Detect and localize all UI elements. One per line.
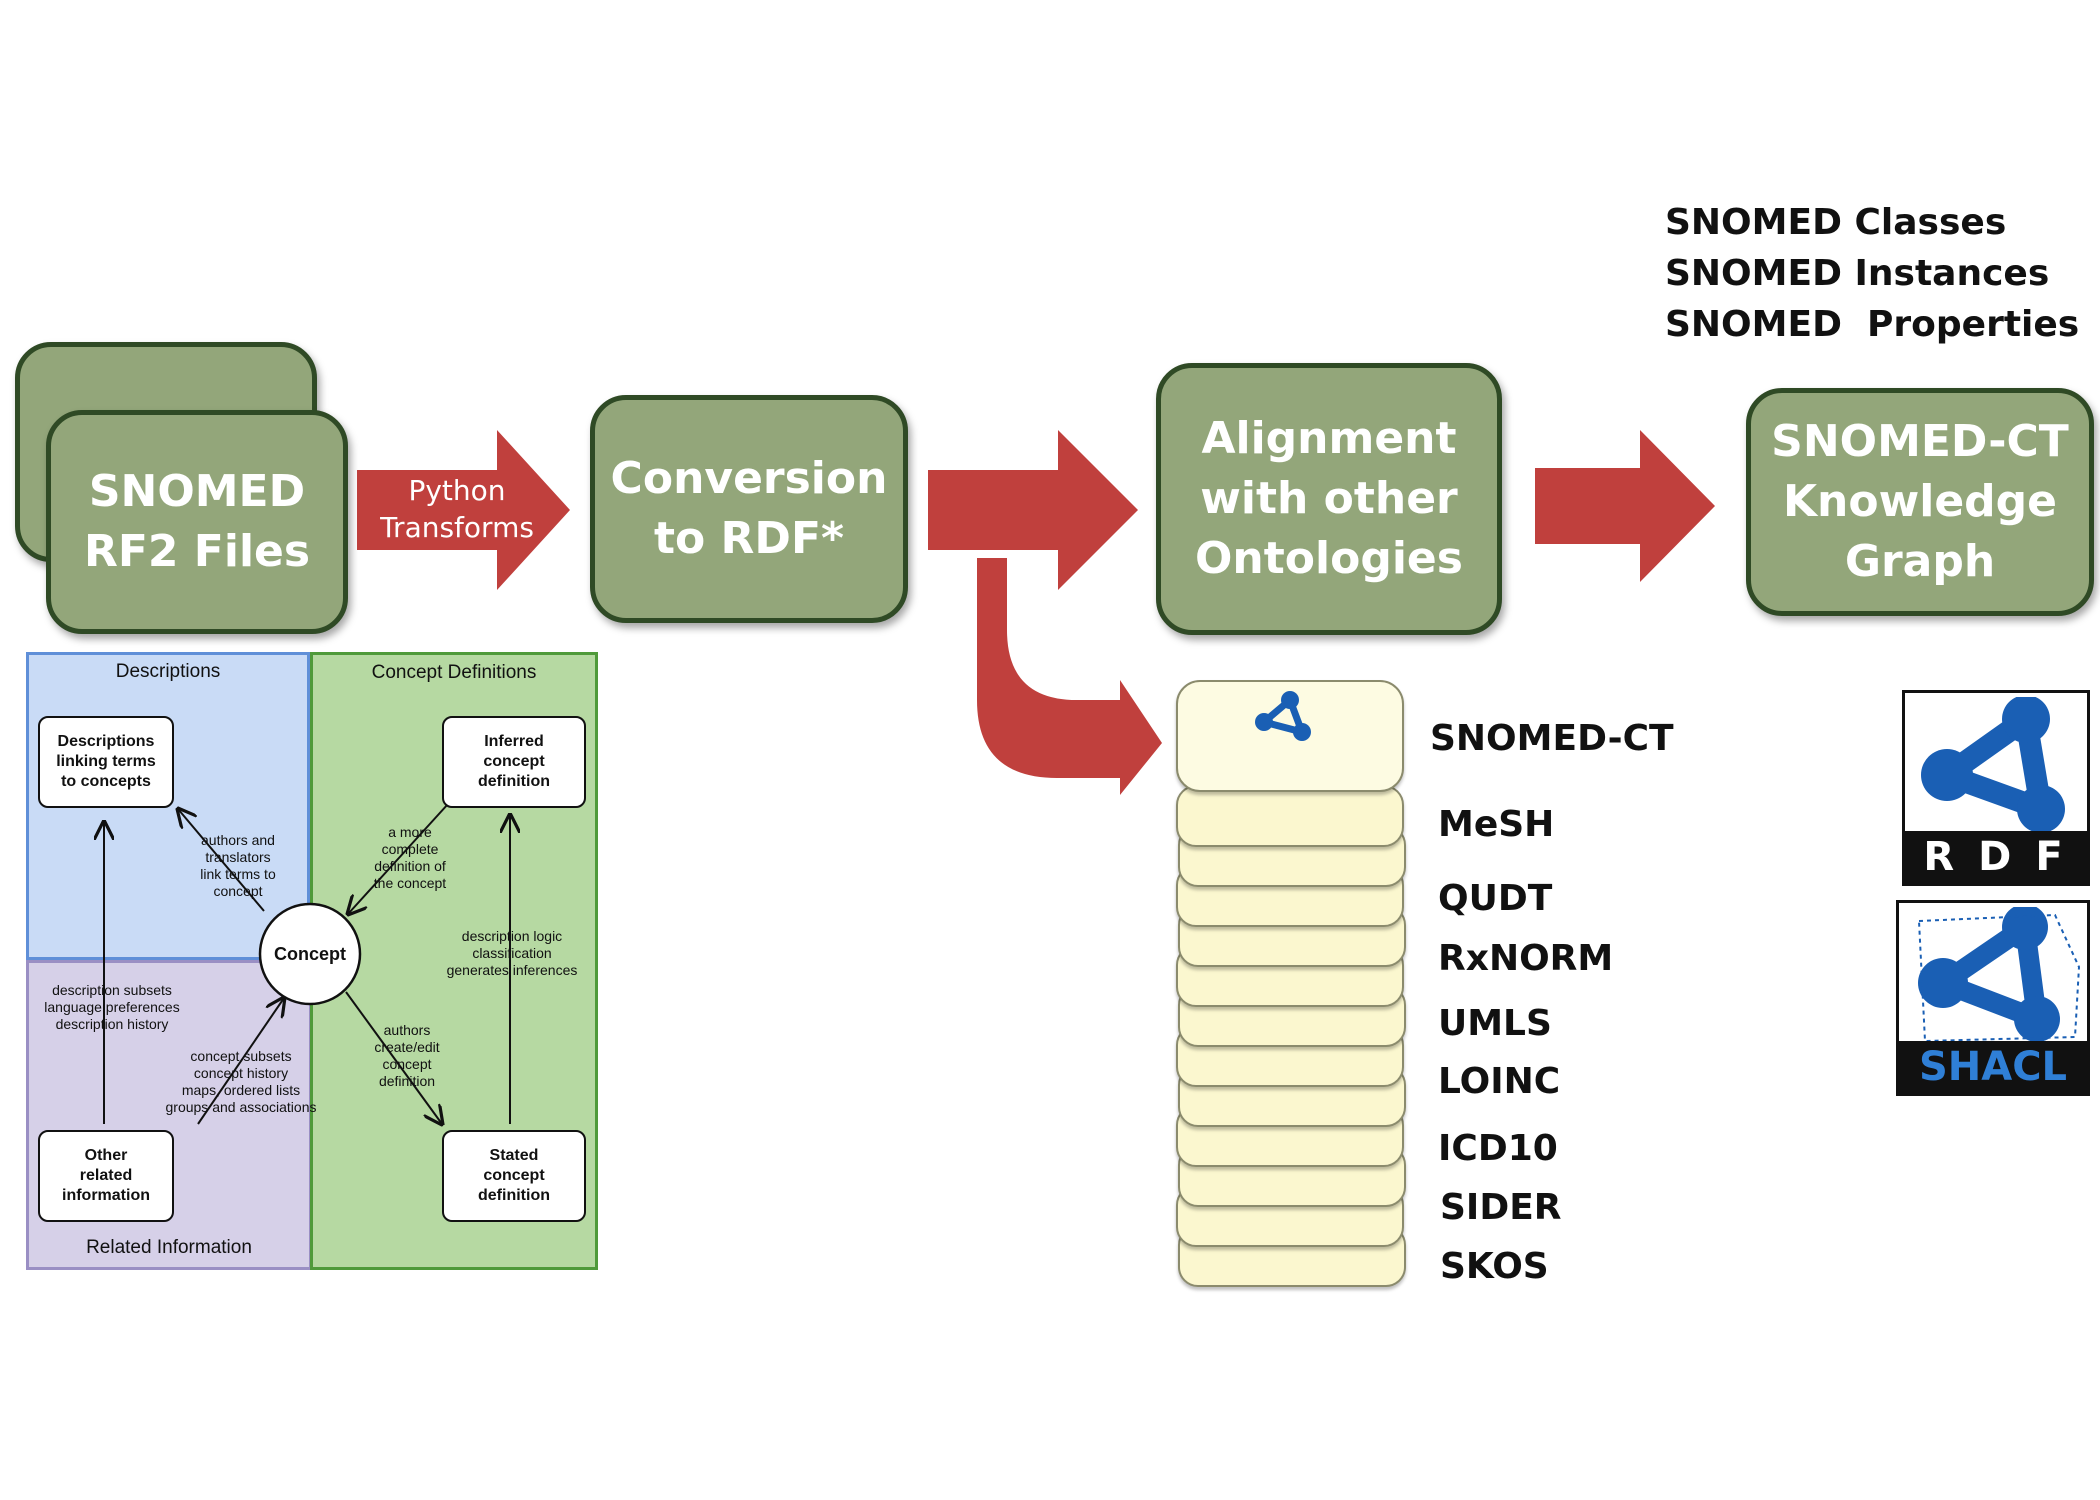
concept-model-connectors — [26, 803, 598, 1270]
concept-model-diagram: Descriptions Concept Definitions Related… — [26, 652, 598, 1270]
ontology-label: MeSH — [1438, 804, 1555, 845]
ontology-label: LOINC — [1438, 1061, 1561, 1102]
note-authors-translators: authors and translators link terms to co… — [200, 832, 276, 899]
rdf-logo-text: RDF — [1905, 831, 2087, 883]
ontology-label: QUDT — [1438, 878, 1553, 919]
stated-definition-box: Stated concept definition — [442, 1130, 586, 1222]
ontology-label: SNOMED-CT — [1430, 718, 1674, 759]
note-dl-classification: description logic classification generat… — [446, 928, 578, 978]
related-information-title: Related Information — [86, 1237, 252, 1258]
knowledge-graph-box: SNOMED-CT Knowledge Graph — [1746, 388, 2094, 616]
ontology-label: SKOS — [1440, 1246, 1549, 1287]
other-related-information-box: Other related information — [38, 1130, 174, 1222]
note-more-complete: a more complete definition of the concep… — [373, 824, 447, 891]
note-description-subsets: description subsets language preferences… — [44, 982, 180, 1032]
kg-item-instances: SNOMED Instances — [1665, 253, 2050, 294]
note-concept-subsets: concept subsets concept history maps, or… — [165, 1048, 317, 1115]
ontology-label: UMLS — [1438, 1003, 1552, 1044]
conversion-box: Conversion to RDF* — [590, 395, 908, 623]
ontology-stack — [1176, 680, 1416, 1300]
python-transforms-arrow — [357, 430, 570, 590]
descriptions-title: Descriptions — [115, 661, 221, 682]
shacl-graph-icon — [1917, 907, 2081, 1043]
rdf-graph-icon — [1255, 691, 1311, 741]
alignment-box: Alignment with other Ontologies — [1156, 363, 1502, 635]
inferred-definition-box: Inferred concept definition — [442, 716, 586, 808]
descriptions-linking-box: Descriptions linking terms to concepts — [38, 716, 174, 808]
alignment-to-kg-arrow — [1535, 430, 1715, 582]
stack-top-disc — [1176, 680, 1404, 792]
shacl-logo-text: SHACL — [1899, 1041, 2087, 1093]
concept-node: Concept — [274, 944, 346, 964]
ontology-label: ICD10 — [1438, 1128, 1558, 1169]
concept-definitions-title: Concept Definitions — [371, 662, 537, 683]
rdf-graph-icon — [1921, 697, 2065, 832]
note-authors-create: authors create/edit concept definition — [374, 1022, 440, 1089]
conversion-to-ontology-stack-arrow — [977, 558, 1162, 795]
shacl-logo: SHACL — [1896, 900, 2090, 1096]
ontology-label: SIDER — [1440, 1187, 1562, 1228]
rdf-logo: RDF — [1902, 690, 2090, 886]
conversion-to-alignment-arrow — [928, 430, 1138, 590]
ontology-label: RxNORM — [1438, 938, 1614, 979]
python-transforms-label: Python Transforms — [380, 474, 534, 544]
kg-item-classes: SNOMED Classes — [1665, 202, 2007, 243]
stack-disc — [1176, 785, 1404, 847]
kg-item-properties: SNOMED Properties — [1665, 304, 2080, 345]
rf2-files-box: SNOMED RF2 Files — [46, 410, 348, 634]
